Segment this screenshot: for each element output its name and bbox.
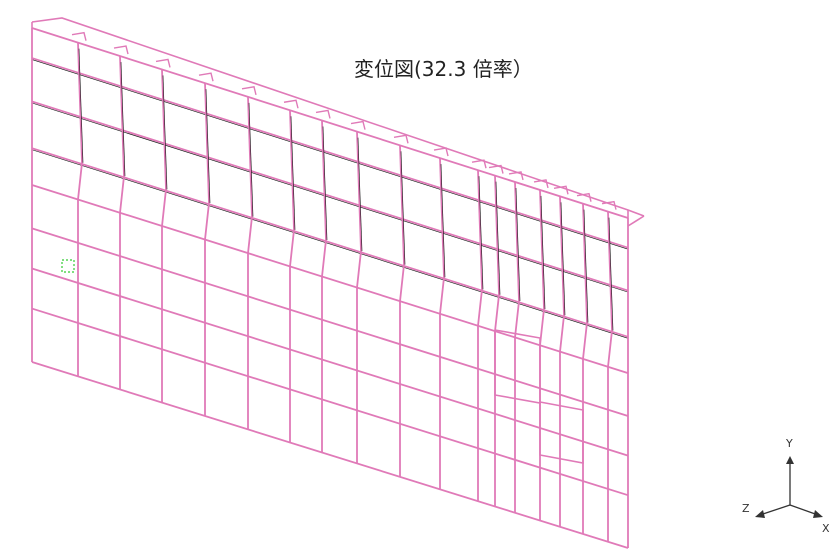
mesh-stiffener-tab (241, 86, 257, 96)
mesh-row-edge (31, 149, 629, 339)
mesh-stiffener-tab (533, 179, 549, 189)
mesh-stiffener-tab (553, 185, 569, 195)
mesh-column-line (514, 181, 520, 513)
mesh-column-line (204, 83, 210, 416)
mesh-stiffener-tab (576, 192, 592, 202)
mesh-row-line (31, 227, 629, 417)
mesh-column-edge (322, 126, 328, 240)
mesh-column-edge (162, 75, 168, 190)
mesh-column-edge (583, 209, 589, 323)
mesh-lines (31, 17, 645, 549)
mesh-row-line (31, 184, 629, 374)
mesh-stiffener-tab (113, 45, 129, 55)
mesh-column-line (77, 42, 83, 377)
mesh-column-line (494, 175, 500, 507)
mesh-row-line (31, 361, 629, 549)
mesh-flange-tick (627, 215, 645, 227)
mesh-column-edge (248, 102, 254, 217)
mesh-column-edge (495, 181, 501, 295)
mesh-column-line (607, 211, 613, 542)
mesh-stiffener-tab (71, 31, 87, 41)
mesh-column-line (321, 120, 327, 453)
mesh-column-edge (560, 202, 566, 316)
mesh-opening-block (539, 401, 584, 464)
mesh-column-edge (540, 195, 546, 309)
mesh-stiffener-tab (155, 58, 171, 68)
mesh-column-line (161, 69, 167, 403)
triad-x-label: X (822, 522, 830, 535)
mesh-row-edge (31, 59, 629, 250)
mesh-stiffener-tab (471, 159, 487, 169)
mesh-row-line (31, 100, 629, 292)
mesh-stiffener-tab (601, 200, 617, 210)
mesh-column-edge (400, 151, 406, 265)
mesh-stiffener-tab (350, 120, 366, 130)
mesh-column-line (247, 96, 253, 430)
mesh-column-edge (120, 62, 126, 177)
mesh-column-edge (478, 176, 484, 290)
mesh-column-line (477, 170, 483, 502)
mesh-column-edge (205, 89, 211, 203)
mesh-row-line (31, 147, 629, 338)
selection-marker (61, 259, 75, 273)
mesh-row-line (31, 57, 629, 249)
mesh-row-line (31, 267, 629, 457)
mesh-stiffener-tab (508, 171, 524, 181)
mesh-column-line (289, 110, 295, 443)
mesh-column-line (439, 158, 445, 490)
mesh-stiffener-tab (283, 99, 299, 109)
mesh-row-line (31, 307, 629, 497)
mesh-column-edge (290, 116, 296, 230)
mesh-column-line (582, 203, 588, 534)
mesh-column-line (559, 196, 565, 527)
mesh-row-edge (31, 102, 629, 293)
mesh-stiffener-tab (198, 72, 214, 82)
mesh-stiffener-tab (393, 134, 409, 144)
mesh-top-flange (31, 17, 645, 217)
mesh-column-line (356, 131, 362, 464)
mesh-column-edge (608, 217, 614, 331)
mesh-stiffener-tab (433, 147, 449, 157)
mesh-opening-block (494, 329, 541, 404)
figure-title: 変位図(32.3 倍率） (354, 57, 533, 81)
mesh-column-edge (78, 48, 84, 163)
mesh-column-line (399, 145, 405, 477)
mesh-stiffener-tab (315, 109, 331, 119)
mesh-row-line (31, 27, 629, 219)
triad-z-label: Z (742, 502, 750, 515)
mesh-column-edge (515, 187, 521, 302)
coordinate-triad: Y Z X (742, 437, 830, 535)
mesh-stiffener-tab (488, 164, 504, 174)
mesh-column-edge (357, 137, 363, 252)
mesh-column-line (119, 56, 125, 390)
triad-y-label: Y (785, 437, 793, 450)
mesh-column-edge (440, 164, 446, 278)
